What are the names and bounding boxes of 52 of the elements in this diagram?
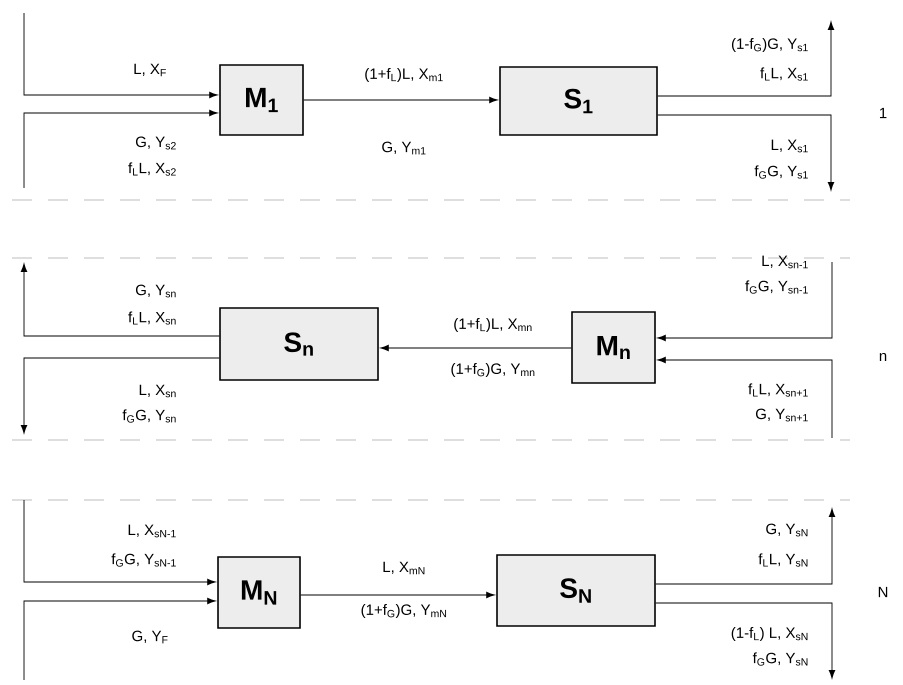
edge-label: G, Y$_{sN}$ (766, 524, 808, 536)
arrow (657, 356, 832, 438)
edge-label: L, X$_{sn-1}$ (762, 256, 808, 268)
edge-label: G, Y$_{F}$ (132, 630, 168, 644)
arrow (655, 602, 836, 678)
arrow (20, 358, 220, 434)
flow-label: f$_{G}$G, Y$_{sn-1}$ (745, 280, 808, 294)
flow-label: f$_{L}$L, X$_{sn}$ (128, 311, 176, 325)
flow-label: f$_{G}$G, Y$_{sN}$ (752, 652, 808, 666)
flow-label: f$_{G}$G, Y$_{sn}$ (122, 409, 176, 423)
arrow (657, 262, 832, 342)
arrow (20, 264, 220, 336)
edge-label: L, X$_{mN}$ (383, 562, 424, 574)
process-box: M$_{N}$ (217, 556, 301, 629)
edge-label: f$_{L}$L, X$_{sn+1}$ (748, 383, 808, 397)
arrow (24, 12, 218, 98)
edge-label: L, X$_{F}$ (134, 64, 166, 76)
arrow (300, 592, 495, 598)
flow-label: f$_{L}$L, X$_{s1}$ (760, 67, 808, 81)
arrow (24, 598, 216, 680)
edge-label: L, X$_{sn}$ (140, 384, 176, 398)
arrow (24, 500, 216, 586)
edge-label: (1-f$_{G}$)G, Y$_{s1}$ (732, 38, 808, 52)
arrow (380, 344, 572, 352)
arrow (303, 96, 498, 104)
arrow (24, 110, 218, 188)
flow-label: G, Y$_{m1}$ (382, 142, 426, 154)
flow-label: f$_{G}$G, Y$_{sN-1}$ (112, 553, 176, 567)
flow-label: f$_{L}$L, X$_{s2}$ (128, 162, 176, 176)
flow-label: f$_{L}$L, Y$_{sN}$ (758, 553, 808, 567)
stage-number: n (880, 352, 886, 362)
process-box: M$_{1}$ (219, 64, 304, 136)
edge-label: L, X$_{s1}$ (772, 140, 808, 152)
flow-label: (1+f$_{G}$)G, Y$_{mn}$ (451, 363, 534, 377)
arrow (655, 508, 836, 584)
edge-label: (1-f$_{L}$) L, X$_{sN}$ (732, 627, 808, 641)
process-box: S$_{1}$ (499, 66, 658, 136)
edge-label: L, X$_{sN-1}$ (128, 524, 176, 538)
arrow (657, 114, 834, 190)
edge-label: (1+f$_{L}$)L, X$_{mn}$ (454, 318, 532, 332)
flow-label: f$_{G}$G, Y$_{s1}$ (754, 165, 808, 179)
edge-label: G, Y$_{s2}$ (136, 136, 176, 150)
process-box: S$_{N}$ (496, 554, 656, 627)
flow-label: (1+f$_{G}$)G, Y$_{mN}$ (362, 604, 446, 618)
stage-number: N (878, 586, 888, 598)
process-box: S$_{n}$ (219, 307, 379, 381)
process-box: M$_{n}$ (571, 311, 656, 384)
stage-number: 1 (880, 108, 886, 118)
flow-label: G, Y$_{sn+1}$ (756, 408, 808, 422)
edge-label: G, Y$_{sn}$ (136, 284, 176, 298)
edge-label: (1+f$_{L}$)L, X$_{m1}$ (365, 68, 443, 82)
arrow (657, 22, 834, 96)
